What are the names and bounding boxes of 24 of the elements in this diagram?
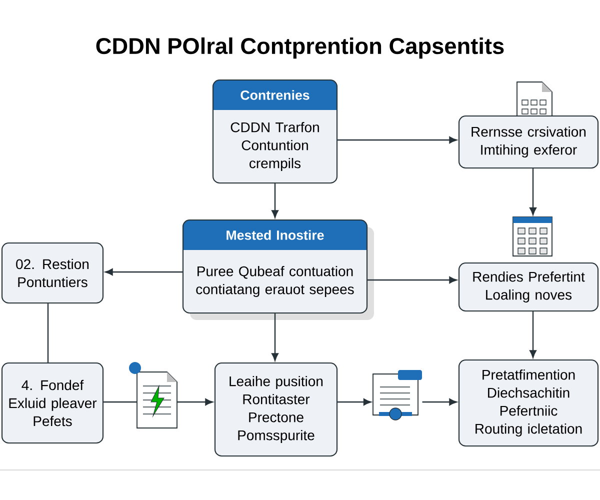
header-box: Mested Inostire Puree Qubeaf contuation contiatang erauot sepees bbox=[182, 219, 374, 320]
arrow bbox=[338, 398, 372, 406]
title: CDDN POlral Contprention Capsentits bbox=[96, 37, 504, 59]
connector-line bbox=[47, 304, 49, 362]
process-box: Leaihe pusition Rontitaster Prectone Pomsspurite bbox=[214, 362, 338, 457]
window-icon bbox=[512, 216, 552, 256]
process-box: 02. Restion Pontuntiers bbox=[1, 242, 104, 304]
certificate-icon bbox=[372, 370, 422, 420]
process-box: Rendies Prefertint Loaling noves bbox=[458, 262, 599, 312]
process-box: 4. Fondef Exluid pleaver Pefets bbox=[1, 362, 104, 444]
header-box: Contrenies CDDN Trarfon Contuntion crempils bbox=[212, 79, 338, 184]
process-box: Pretatfimention Diechsachitin Pefertniic Routing icletation bbox=[458, 359, 599, 447]
arrow bbox=[272, 184, 278, 218]
arrow bbox=[105, 268, 182, 276]
arrow bbox=[177, 398, 213, 406]
process-box: Rernsse crsivation Imtihing exferor bbox=[458, 115, 599, 169]
document-icon bbox=[129, 362, 178, 428]
arrow bbox=[338, 136, 457, 144]
arrow bbox=[368, 276, 457, 284]
arrow bbox=[272, 314, 278, 361]
arrow bbox=[530, 168, 536, 216]
connector-line bbox=[104, 401, 137, 403]
arrow bbox=[530, 312, 536, 358]
arrow bbox=[422, 398, 457, 406]
